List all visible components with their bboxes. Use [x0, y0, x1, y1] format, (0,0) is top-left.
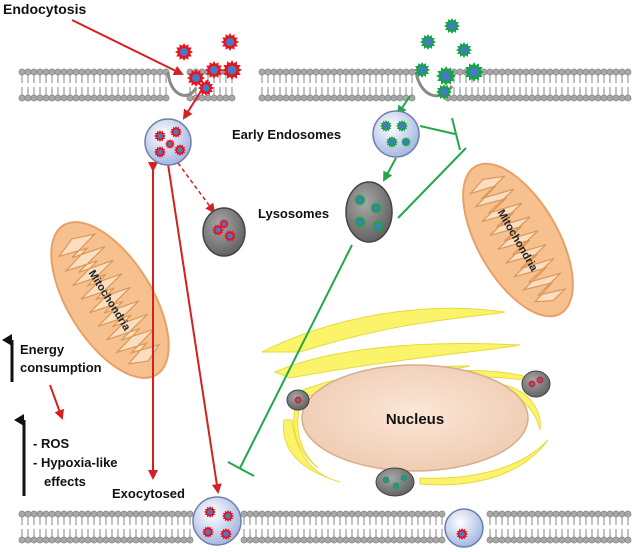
bottom-cell-membrane [18, 510, 632, 544]
red-nanoparticle [202, 526, 214, 538]
small-lysosome-bottom [375, 467, 415, 497]
hypoxia-label-line1: - Hypoxia-like [33, 455, 118, 470]
exocytosis-vesicle-right [444, 508, 484, 548]
green-nanoparticle [414, 62, 430, 78]
red-nanoparticle [224, 230, 236, 242]
lysosome-green [345, 181, 393, 243]
early-endosome-green [372, 110, 420, 158]
inhibition-bar-exocytosis [227, 461, 255, 477]
green-nanoparticle [354, 216, 366, 228]
inhibition-bar-top [451, 117, 461, 151]
green-nanoparticle [456, 42, 472, 58]
green-nanoparticle [444, 18, 460, 34]
nanoparticles [154, 18, 544, 540]
endocytosis-arrow [71, 19, 184, 75]
green-nanoparticle [354, 194, 366, 206]
energy-to-ros-arrow [49, 384, 64, 420]
mitochondrion-left: Mitochondria [50, 221, 170, 379]
red-nanoparticle [175, 43, 193, 61]
green-nanoparticle [380, 120, 392, 132]
early-endosomes-label: Early Endosomes [232, 127, 341, 142]
red-nanoparticle [154, 146, 166, 158]
green-nanoparticle [464, 62, 484, 82]
red-nanoparticle [154, 130, 166, 142]
red-nanoparticle [212, 224, 224, 236]
inhibition-line-top [397, 147, 467, 219]
green-nanoparticle [386, 136, 398, 148]
green-nanoparticle [436, 66, 456, 86]
red-nanoparticle [187, 69, 205, 87]
green-nanoparticle [396, 120, 408, 132]
green-nanoparticle [401, 137, 411, 147]
red-nanoparticle [222, 60, 242, 80]
red-nanoparticle [198, 80, 214, 96]
lysosome-red [202, 207, 246, 257]
red-nanoparticle [165, 139, 175, 149]
ros-label: - ROS [33, 436, 69, 451]
nucleus-label: Nucleus [386, 411, 444, 428]
green-nanoparticle [400, 474, 408, 482]
red-nanoparticle [174, 144, 186, 156]
energy-label-line2: consumption [20, 360, 102, 375]
endosome-to-lysosome-arrow [383, 157, 397, 182]
nucleus: Nucleus [301, 364, 529, 472]
red-nanoparticle [528, 380, 536, 388]
inhibition-line-exocytosis [239, 244, 353, 469]
red-nanoparticle [536, 376, 544, 384]
lysosomes-label: Lysosomes [258, 206, 329, 221]
vesicle-to-lysosome-arrow [177, 162, 216, 214]
green-nanoparticle [370, 202, 382, 214]
red-nanoparticle [222, 510, 234, 522]
energy-label-line1: Energy [20, 342, 65, 357]
red-nanoparticle [220, 528, 232, 540]
green-nanoparticle [372, 220, 384, 232]
exocytosis-arrow [167, 163, 222, 494]
exocytosed-label: Exocytosed [112, 486, 185, 501]
mitochondrion-right: Mitochondria [462, 162, 574, 318]
endocytosis-label: Endocytosis [3, 1, 86, 17]
inhibition-line-top-connector [419, 125, 456, 135]
green-nanoparticle [420, 34, 436, 50]
red-nanoparticle [219, 219, 229, 229]
red-nanoparticle [221, 33, 239, 51]
exocytosis-vesicle [192, 496, 242, 546]
red-nanoparticle [294, 396, 302, 404]
green-nanoparticle [392, 482, 400, 490]
hypoxia-label-line2: effects [44, 474, 86, 489]
green-nanoparticle [382, 476, 390, 484]
red-nanoparticle [205, 61, 223, 79]
red-nanoparticle [170, 126, 182, 138]
red-nanoparticle [204, 506, 216, 518]
green-nanoparticle [436, 84, 452, 100]
top-cell-membrane [18, 68, 632, 102]
red-nanoparticle [456, 528, 468, 540]
